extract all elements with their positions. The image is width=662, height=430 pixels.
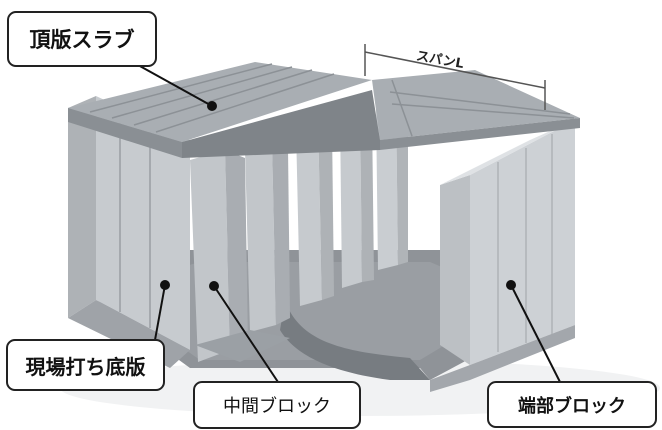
end-block-callout: 端部ブロック [487,381,657,428]
end-block-right [430,120,575,392]
middle-blocks [190,98,408,362]
span-label: スパンL [415,49,465,72]
middle-block-callout: 中間ブロック [193,381,361,429]
leader-top-slab [137,64,217,111]
leader-end [506,280,561,383]
leader-middle [209,281,279,383]
floor-slab-callout: 現場打ち底版 [6,339,165,391]
leader-floor [154,280,170,341]
span-dimension [364,44,546,110]
top-slab [68,62,580,158]
top-slab-callout: 頂版スラブ [7,11,157,67]
